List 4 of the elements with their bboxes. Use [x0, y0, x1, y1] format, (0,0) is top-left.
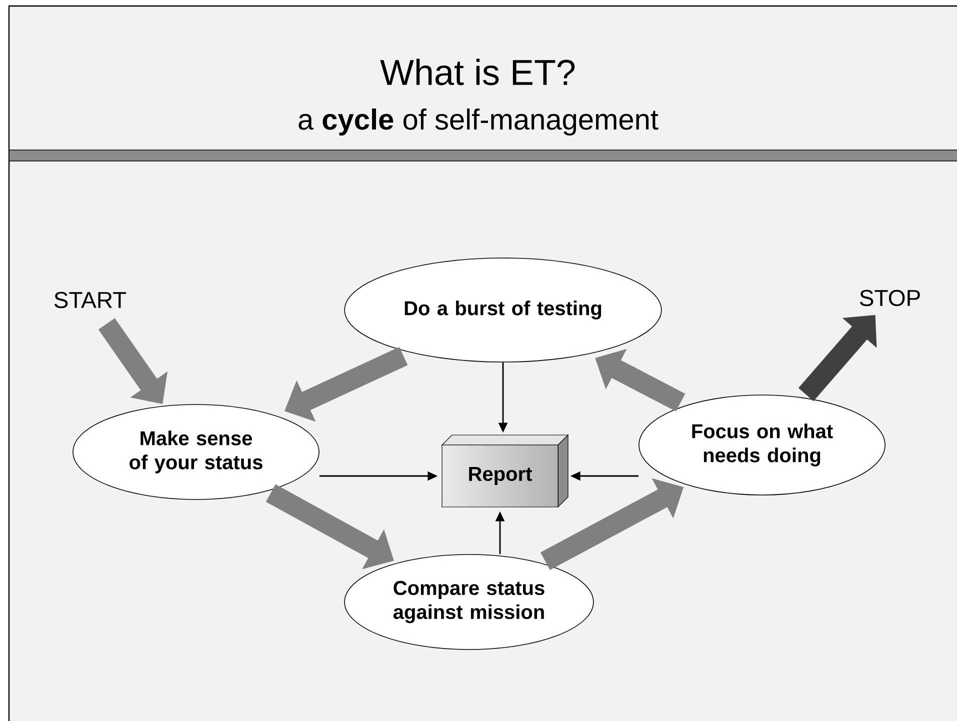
slide-subtitle: a cycle of self-management [298, 108, 658, 136]
step-label: STOP [860, 290, 920, 306]
step-label: START [54, 292, 126, 308]
slide-title: What is ET? [380, 58, 575, 86]
